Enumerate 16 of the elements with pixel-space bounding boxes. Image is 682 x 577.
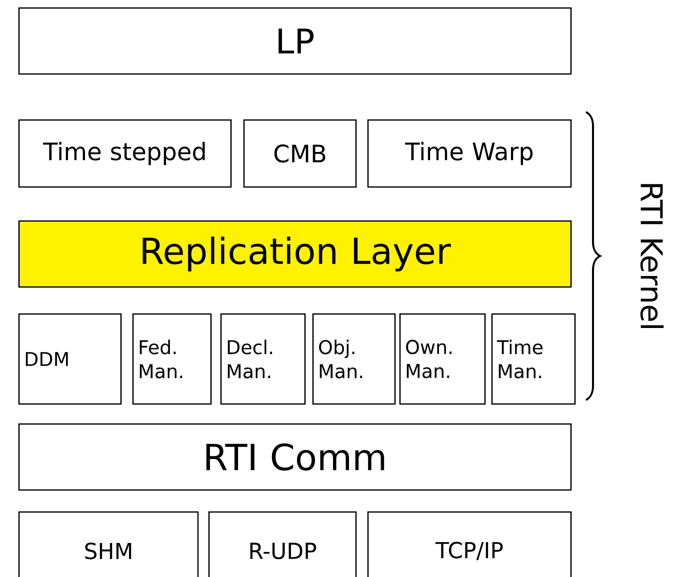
- module-box: Obj. Man.: [312, 313, 396, 405]
- module-box: Decl. Man.: [220, 313, 306, 405]
- module-box: Time Warp: [367, 119, 572, 188]
- layer-box: LP: [18, 7, 572, 75]
- layer-box: RTI Comm: [18, 423, 572, 491]
- module-box: CMB: [243, 119, 357, 188]
- layer-box: Replication Layer: [18, 220, 572, 288]
- module-box: Own. Man.: [399, 313, 486, 405]
- module-box: Fed. Man.: [132, 313, 212, 405]
- side-label: RTI Kernel: [640, 184, 664, 328]
- module-box: R-UDP: [208, 511, 357, 577]
- module-box: SHM: [18, 511, 199, 577]
- module-box: DDM: [18, 313, 122, 405]
- module-box: Time stepped: [18, 119, 232, 188]
- module-box: TCP/IP: [367, 511, 572, 577]
- module-box: Time Man.: [491, 313, 576, 405]
